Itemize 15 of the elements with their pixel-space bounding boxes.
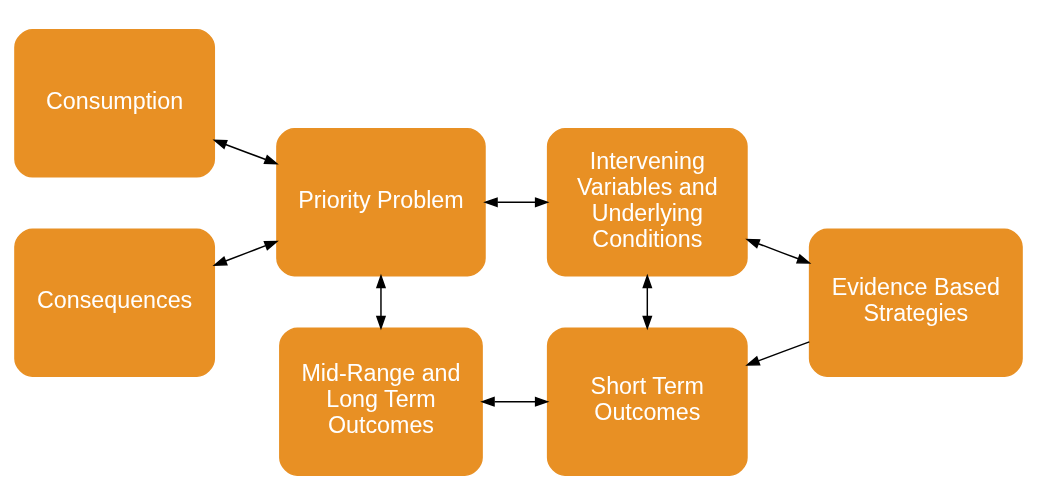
arrow — [212, 139, 279, 164]
arrow — [375, 273, 387, 330]
node-box: Consequences — [14, 228, 216, 377]
arrow — [483, 196, 550, 207]
node-box: Intervening Variables and Underlying Conditions — [546, 127, 748, 277]
arrow — [642, 273, 653, 330]
node-box: Evidence Based Strategies — [808, 228, 1023, 377]
arrow — [212, 240, 279, 266]
node-box: Mid-Range and Long Term Outcomes — [279, 326, 483, 476]
node-box: Priority Problem — [276, 127, 486, 277]
node-box: Short Term Outcomes — [546, 326, 748, 476]
arrow — [745, 238, 812, 264]
node-box: Consumption — [14, 28, 216, 178]
arrow — [745, 340, 811, 366]
arrow — [480, 396, 550, 407]
